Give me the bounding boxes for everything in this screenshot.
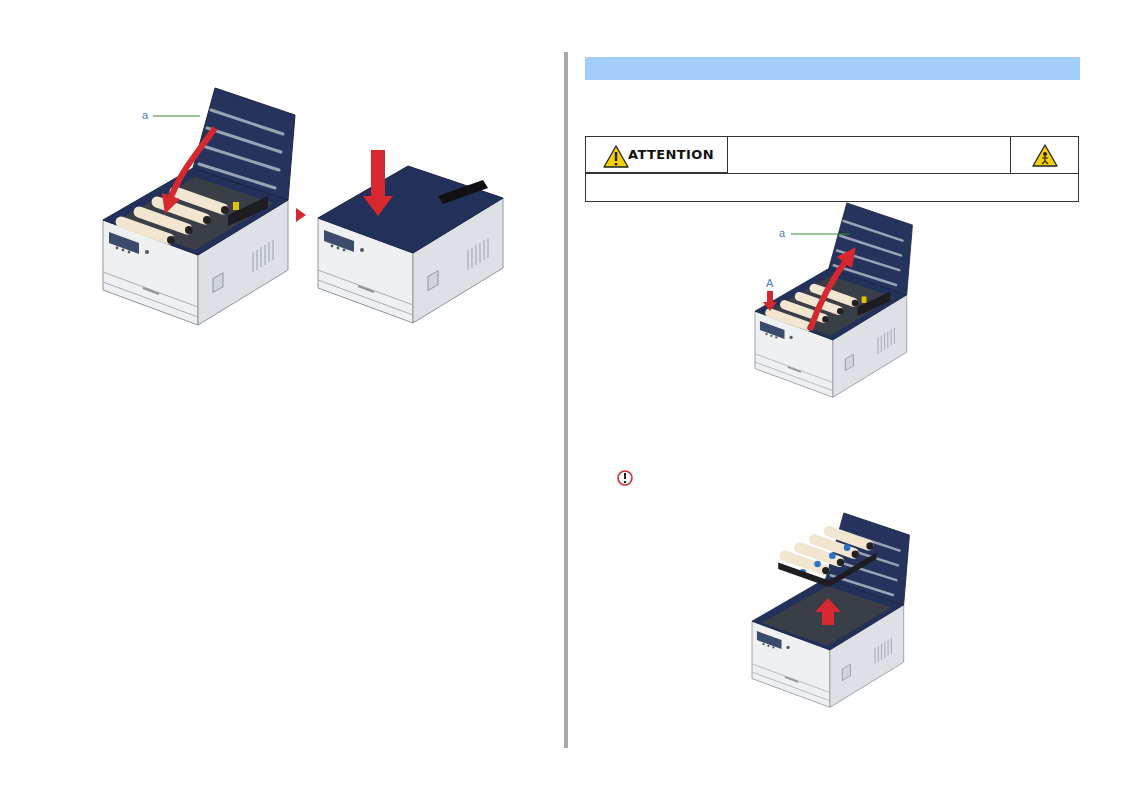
attention-cell: ATTENTION [585,136,728,173]
callout-letter: A [765,278,774,289]
attention-word: ATTENTION [628,147,714,162]
callout-letter: a [141,110,149,121]
callout-letter: a [778,228,786,239]
